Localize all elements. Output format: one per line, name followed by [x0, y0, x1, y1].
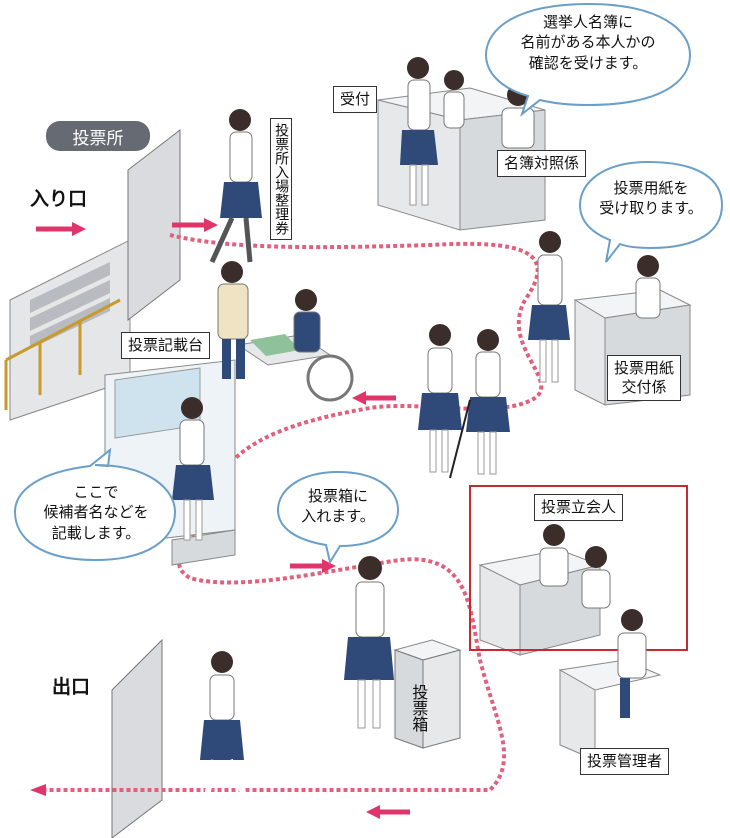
bubble-receive-ballot-shape: [578, 160, 724, 263]
entrance-label: 入り口: [30, 188, 88, 210]
writing-booth-label: 投票記載台: [121, 332, 211, 359]
witnesses-label: 投票立会人: [534, 494, 624, 521]
voting-route: [40, 233, 544, 792]
bubble-register-check-shape: [484, 2, 692, 117]
bubble-receive-ballot: 投票用紙を 受け取ります。: [599, 179, 703, 218]
entrance-door: [127, 128, 181, 322]
ballot-issuer-label: 投票用紙 交付係: [607, 355, 682, 401]
witness-table: [478, 549, 602, 656]
ballot-box-label: 投票箱: [409, 684, 429, 732]
people: [172, 57, 661, 803]
bubble-write-name-shape: [13, 447, 177, 562]
bubble-write-name: ここで 候補者名などを 記載します。: [43, 483, 149, 542]
polling-station-sign: 投票所: [46, 121, 150, 151]
register-checker-label: 名簿対照係: [497, 150, 587, 177]
bubble-insert-ballot-shape: [276, 470, 400, 565]
direction-arrows: [30, 218, 410, 819]
entrance-ramp: [4, 239, 131, 421]
bubble-insert-ballot: 投票箱に 入れます。: [301, 487, 375, 526]
witness-frame: [469, 485, 688, 651]
exit-label: 出口: [52, 676, 91, 698]
bubble-register-check: 選挙人名簿に 名前がある本人かの 確認を受けます。: [520, 13, 656, 72]
reception-label: 受付: [333, 86, 378, 113]
ballot-box: [393, 639, 462, 749]
admission-ticket-label: 投票所入場整理券: [270, 118, 293, 240]
manager-label: 投票管理者: [580, 748, 670, 775]
speech-bubbles: [13, 2, 724, 565]
exit-door: [111, 638, 163, 838]
